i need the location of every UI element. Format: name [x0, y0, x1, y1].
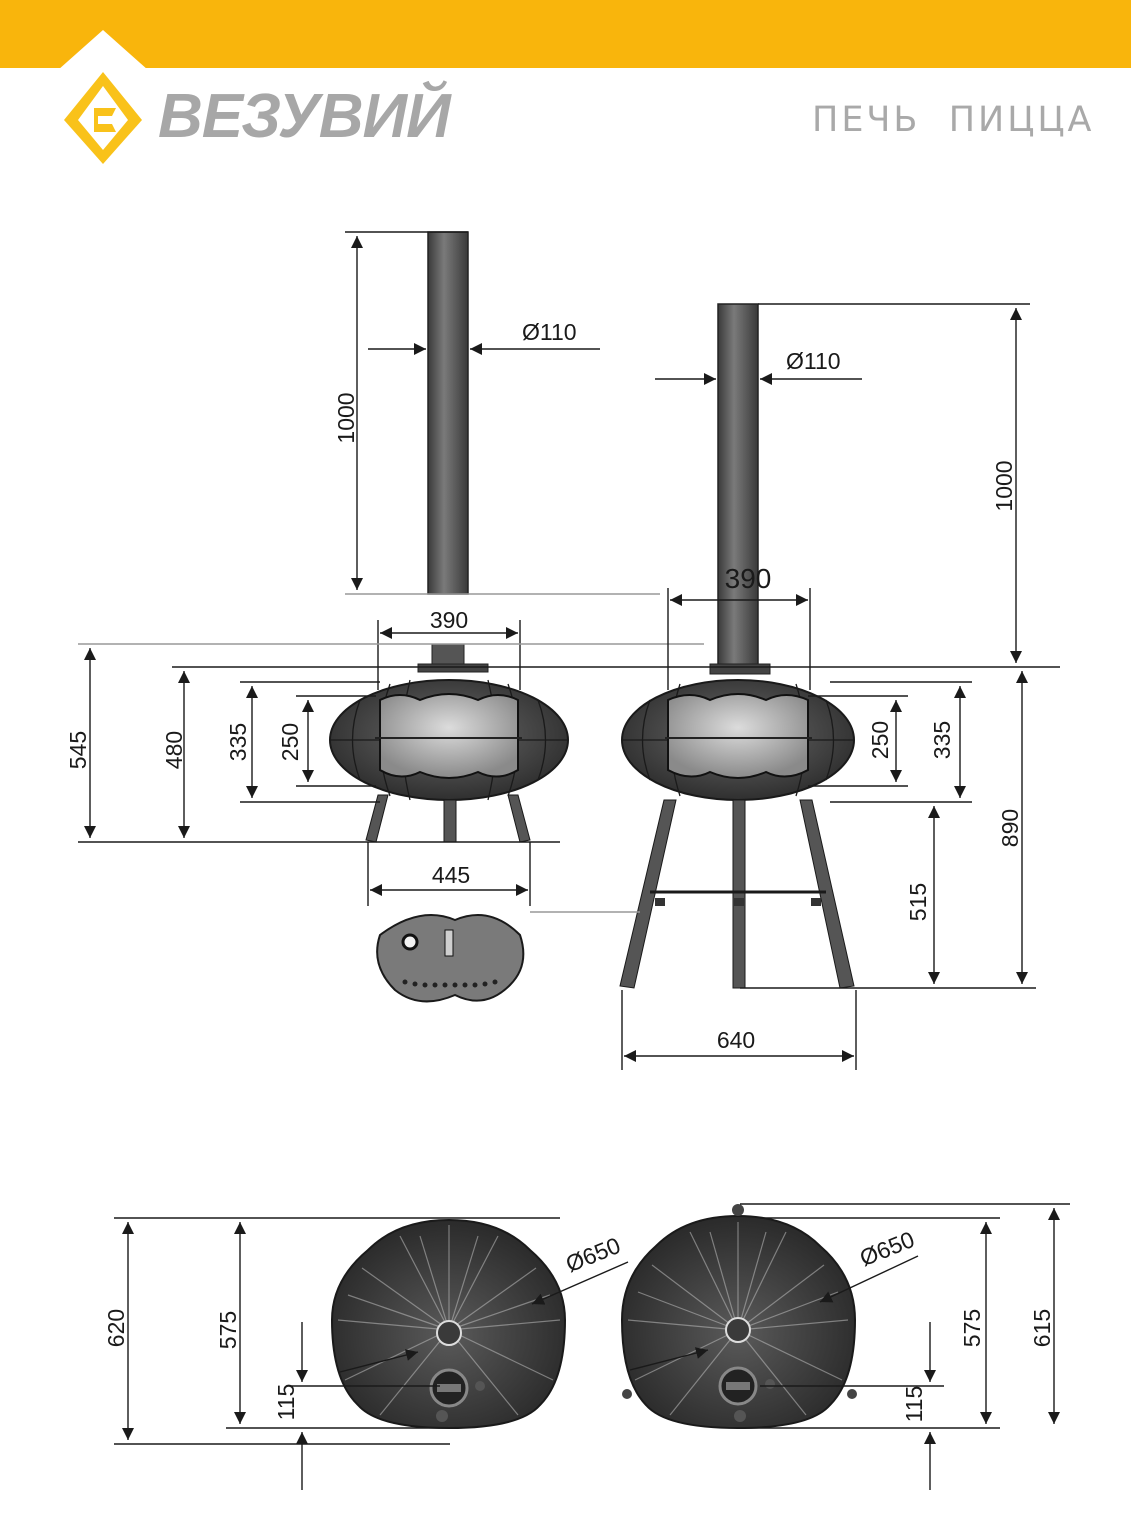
dim-rear-right-offset: 115 — [901, 1386, 927, 1423]
dim-rear-left-offset: 115 — [273, 1384, 299, 1421]
tripod-oven-window — [667, 693, 809, 779]
control-panel — [376, 914, 525, 1003]
front-leg-right — [507, 794, 531, 843]
rear-view-left — [330, 1218, 567, 1430]
dim-rear-right-body-height: 575 — [959, 1309, 985, 1347]
dim-rear-left-diameter: Ø650 — [562, 1232, 624, 1277]
front-view-oven — [329, 231, 569, 843]
dim-tripod-body-width: 390 — [725, 563, 772, 594]
rear-view-right — [620, 1204, 857, 1430]
dim-front-body-height: 480 — [161, 731, 187, 769]
dim-front-firebox-height: 250 — [277, 723, 303, 761]
dim-tripod-leg-height: 515 — [905, 883, 931, 921]
tripod-chimney-pipe — [717, 303, 759, 669]
dim-front-pipe-height: 1000 — [333, 392, 359, 443]
rear-right-center-icon — [725, 1317, 751, 1343]
dim-rear-left-body-height: 575 — [215, 1311, 241, 1349]
rear-left-center-icon — [436, 1320, 462, 1346]
dim-tripod-firebox-height: 250 — [867, 721, 893, 759]
brand-name: ВЕЗУВИЙ — [158, 82, 451, 151]
vezuviy-logo-icon — [58, 30, 148, 164]
header-accent-bar — [0, 0, 1131, 68]
dim-rear-right-height: 615 — [1029, 1309, 1055, 1347]
dim-front-door-height: 335 — [225, 723, 251, 761]
dim-rear-right-diameter: Ø650 — [856, 1226, 918, 1271]
dim-front-pipe-diameter: Ø110 — [522, 319, 577, 345]
dim-tripod-total-height: 890 — [997, 809, 1023, 847]
control-knob-icon — [401, 933, 419, 951]
dim-rear-left-height: 620 — [103, 1309, 129, 1347]
dim-front-body-width: 390 — [430, 607, 468, 633]
dim-tripod-pipe-diameter: Ø110 — [786, 348, 841, 374]
product-title: ПЕЧЬ ПИЦЦА — [812, 100, 1095, 140]
dim-front-total-height: 545 — [65, 731, 91, 769]
front-leg-center — [443, 799, 457, 843]
tripod-leg-left — [619, 799, 677, 989]
front-chimney-pipe — [427, 231, 469, 595]
dim-tripod-leg-spread: 640 — [717, 1027, 755, 1053]
dim-tripod-door-height: 335 — [929, 721, 955, 759]
tripod-view-oven — [619, 303, 855, 989]
dim-tripod-pipe-height: 1000 — [991, 460, 1017, 511]
tripod-leg-center — [732, 799, 746, 989]
thermometer-icon — [444, 929, 454, 957]
tripod-leg-right — [799, 799, 855, 989]
front-oven-window — [379, 693, 519, 779]
dim-front-base-width: 445 — [432, 862, 470, 888]
